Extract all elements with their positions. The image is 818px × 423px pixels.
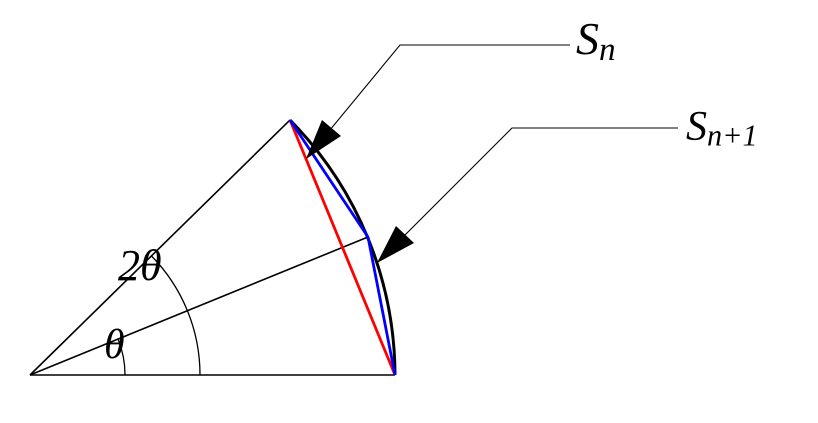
sn1-leader-line xyxy=(376,127,678,264)
two-theta-angle-arc xyxy=(151,255,201,376)
theta-label: θ xyxy=(104,322,125,368)
sn-label: Sn xyxy=(576,13,616,68)
two-theta-label: 2θ xyxy=(118,241,162,290)
chord-sn1-upper xyxy=(288,119,370,238)
sn1-label-subscript: n+1 xyxy=(707,118,758,153)
chord-sn xyxy=(288,119,397,376)
sn-leader-line xyxy=(305,44,570,160)
upper-radius-line xyxy=(29,119,291,376)
angle-bisector-line xyxy=(29,236,369,376)
construction-lines xyxy=(29,44,678,376)
chords-sn1 xyxy=(288,119,397,376)
chord-sn1-lower xyxy=(366,236,397,376)
sn1-arrowhead-icon xyxy=(377,226,414,263)
sn-label-subscript: n xyxy=(599,30,616,68)
sn-label-base: S xyxy=(576,13,599,64)
sn-arrowhead-icon xyxy=(306,120,341,159)
sn1-label: Sn+1 xyxy=(686,106,758,151)
sn1-label-base: S xyxy=(686,104,707,150)
theta-angle-arc xyxy=(117,338,126,376)
